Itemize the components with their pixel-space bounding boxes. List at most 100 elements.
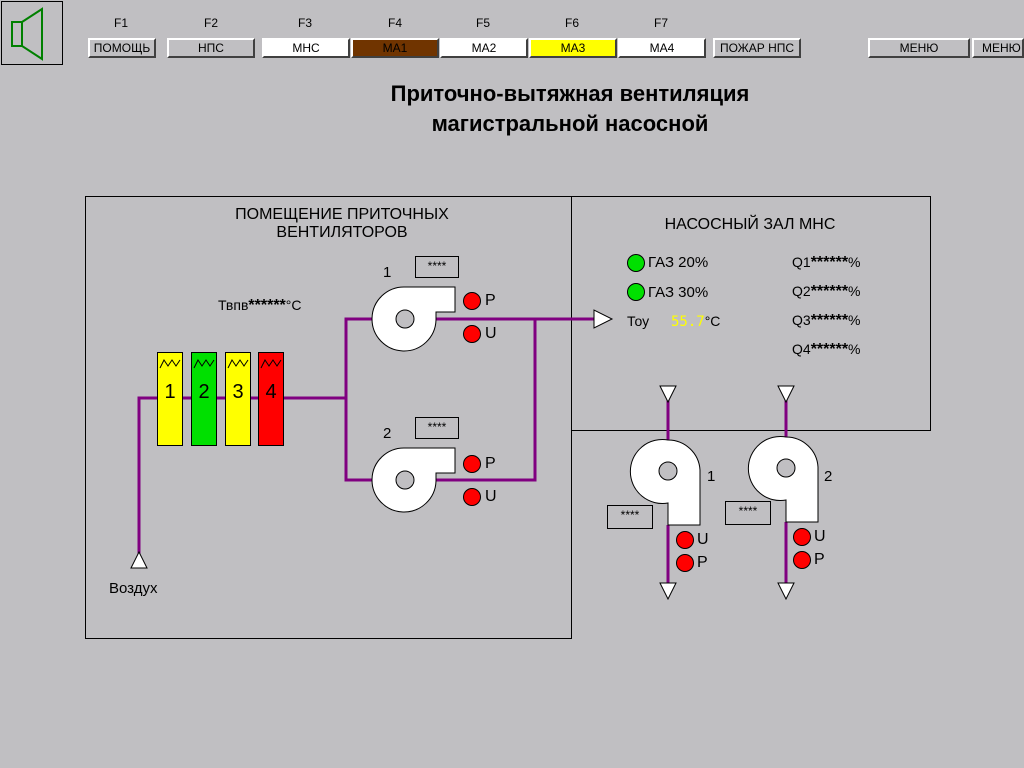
supply-fan-1-icon <box>371 286 456 352</box>
gas-30-lamp <box>627 283 645 301</box>
page-title-line1: Приточно-вытяжная вентиляция <box>390 81 750 106</box>
q3-value: ****** <box>810 312 849 329</box>
supply-fan-1-p-lamp <box>463 292 481 310</box>
exhaust2-outlet-arrow <box>777 582 795 601</box>
exhaust-fan-1-number: 1 <box>707 468 716 485</box>
filter-2-label: 2 <box>198 381 210 403</box>
speaker-icon <box>11 7 43 61</box>
exhaust-fan-2-icon <box>747 436 819 523</box>
help-button[interactable]: ПОМОЩЬ <box>88 38 156 58</box>
ma2-button[interactable]: МА2 <box>440 38 528 58</box>
supply-fan-2-value[interactable]: **** <box>415 417 459 439</box>
supply-fan-1-u-lamp <box>463 325 481 343</box>
supply-fan-2-number: 2 <box>383 425 392 442</box>
q3-unit: % <box>848 312 861 328</box>
ma1-button[interactable]: МА1 <box>351 38 439 58</box>
menu-button[interactable]: МЕНЮ <box>868 38 970 58</box>
pump-hall-title: НАСОСНЫЙ ЗАЛ МНС <box>664 216 836 233</box>
supply-temp-readout: Твпв******°С <box>218 297 301 315</box>
exhaust-fan-1-p-label: P <box>697 554 708 571</box>
exhaust1-inlet-arrow <box>659 385 677 404</box>
nps-button[interactable]: НПС <box>167 38 255 58</box>
filter-3[interactable]: 3 <box>225 352 251 446</box>
toy-readout: Тоу 55.7°С <box>627 313 720 330</box>
exhaust-fan-1-value[interactable]: **** <box>607 505 653 529</box>
fkey-label-f5: F5 <box>475 16 490 30</box>
filter-1-label: 1 <box>164 381 176 403</box>
exhaust-fan-1-icon <box>629 439 701 526</box>
supply-room-title-line2: ВЕНТИЛЯТОРОВ <box>276 224 408 241</box>
fkey-label-f3: F3 <box>297 16 312 30</box>
air-intake-label: Воздух <box>109 580 158 597</box>
exhaust-fan-2-u-lamp <box>793 528 811 546</box>
supply-fan-2-u-label: U <box>485 488 497 505</box>
supply-fan-1-number: 1 <box>383 264 392 281</box>
exhaust-fan-2-u-label: U <box>814 528 826 545</box>
q1-label: Q1 <box>792 254 811 270</box>
q1-unit: % <box>848 254 861 270</box>
supply-fan-2-icon <box>371 447 456 513</box>
pump-hall-panel <box>571 196 931 431</box>
q2-value: ****** <box>810 283 849 300</box>
heater-icon <box>159 359 181 369</box>
exhaust-fan-1-u-lamp <box>676 531 694 549</box>
fkey-label-f7: F7 <box>653 16 668 30</box>
supply-fan-2-u-lamp <box>463 488 481 506</box>
gas-20-label: ГАЗ 20% <box>648 254 709 271</box>
fkey-label-f4: F4 <box>387 16 402 30</box>
sound-toggle-button[interactable] <box>1 1 63 65</box>
q2-readout: Q2******% <box>792 283 861 301</box>
exhaust-fan-2-p-lamp <box>793 551 811 569</box>
filter-1[interactable]: 1 <box>157 352 183 446</box>
supply-temp-label: Твпв <box>218 297 249 313</box>
supply-outlet-arrow <box>593 309 614 329</box>
fire-nps-button[interactable]: ПОЖАР НПС <box>713 38 801 58</box>
ma3-button[interactable]: МА3 <box>529 38 617 58</box>
q2-label: Q2 <box>792 283 811 299</box>
q1-readout: Q1******% <box>792 254 861 272</box>
q4-value: ****** <box>810 341 849 358</box>
ma4-button[interactable]: МА4 <box>618 38 706 58</box>
exhaust-fan-2-number: 2 <box>824 468 833 485</box>
supply-fan-1-p-label: P <box>485 292 496 309</box>
supply-temp-unit: °С <box>285 297 302 313</box>
gas-20-lamp <box>627 254 645 272</box>
fkey-label-f6: F6 <box>564 16 579 30</box>
heater-icon <box>193 359 215 369</box>
supply-fan-1-u-label: U <box>485 325 497 342</box>
supply-room-title-line1: ПОМЕЩЕНИЕ ПРИТОЧНЫХ <box>235 206 449 223</box>
toy-value: 55.7 <box>670 314 705 330</box>
exhaust-fan-2-value[interactable]: **** <box>725 501 771 525</box>
toy-label: Тоу <box>627 313 650 329</box>
q1-value: ****** <box>810 254 849 271</box>
exhaust-fan-1-p-lamp <box>676 554 694 572</box>
filter-3-label: 3 <box>232 381 244 403</box>
exhaust-fan-2-p-label: P <box>814 551 825 568</box>
filter-2[interactable]: 2 <box>191 352 217 446</box>
supply-fan-1-value[interactable]: **** <box>415 256 459 278</box>
supply-fan-2-p-lamp <box>463 455 481 473</box>
menu-button-2[interactable]: МЕНЮ <box>972 38 1024 58</box>
heater-icon <box>260 359 282 369</box>
supply-temp-value: ****** <box>248 297 286 314</box>
page-title-line2: магистральной насосной <box>431 111 709 136</box>
q4-label: Q4 <box>792 341 811 357</box>
gas-30-label: ГАЗ 30% <box>648 284 709 301</box>
mns-button[interactable]: МНС <box>262 38 350 58</box>
filter-4-label: 4 <box>265 381 277 403</box>
fkey-label-f2: F2 <box>203 16 218 30</box>
filter-4[interactable]: 4 <box>258 352 284 446</box>
q3-readout: Q3******% <box>792 312 861 330</box>
exhaust-fan-1-u-label: U <box>697 531 709 548</box>
air-intake-arrow <box>130 550 148 569</box>
q4-readout: Q4******% <box>792 341 861 359</box>
exhaust1-outlet-arrow <box>659 582 677 601</box>
q4-unit: % <box>848 341 861 357</box>
heater-icon <box>227 359 249 369</box>
q3-label: Q3 <box>792 312 811 328</box>
toy-unit: °С <box>704 313 721 329</box>
supply-fan-2-p-label: P <box>485 455 496 472</box>
exhaust2-inlet-arrow <box>777 385 795 404</box>
fkey-label-f1: F1 <box>113 16 128 30</box>
